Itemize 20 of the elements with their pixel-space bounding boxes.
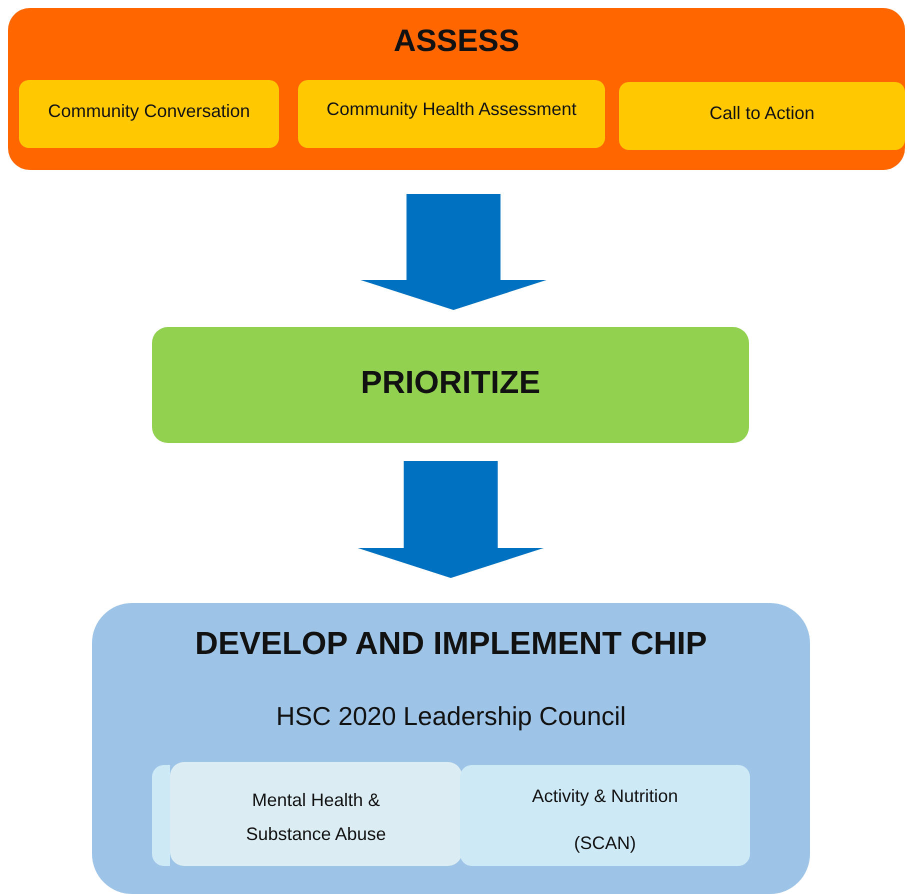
step-label: Call to Action xyxy=(708,103,816,125)
stage-title: PRIORITIZE xyxy=(360,363,542,402)
card xyxy=(170,762,462,866)
stage-title: ASSESS xyxy=(392,22,520,60)
step-box xyxy=(619,82,905,150)
card xyxy=(460,765,750,866)
block-arrow xyxy=(360,194,546,310)
card-label: Activity & Nutrition (SCAN) xyxy=(530,785,680,855)
card-label: Mental Health & Substance Abuse xyxy=(244,789,388,846)
stage-box xyxy=(152,327,749,443)
step-label: Community Health Assessment xyxy=(325,99,578,121)
stage-band xyxy=(8,8,905,170)
card-edge xyxy=(152,765,170,866)
step-label: Community Conversation xyxy=(46,101,252,123)
stage-panel xyxy=(92,603,810,894)
step-box xyxy=(298,80,605,148)
council-label: HSC 2020 Leadership Council xyxy=(275,701,627,732)
block-arrow xyxy=(358,461,544,578)
step-box xyxy=(19,80,279,148)
stage-title: DEVELOP AND IMPLEMENT CHIP xyxy=(194,624,708,662)
